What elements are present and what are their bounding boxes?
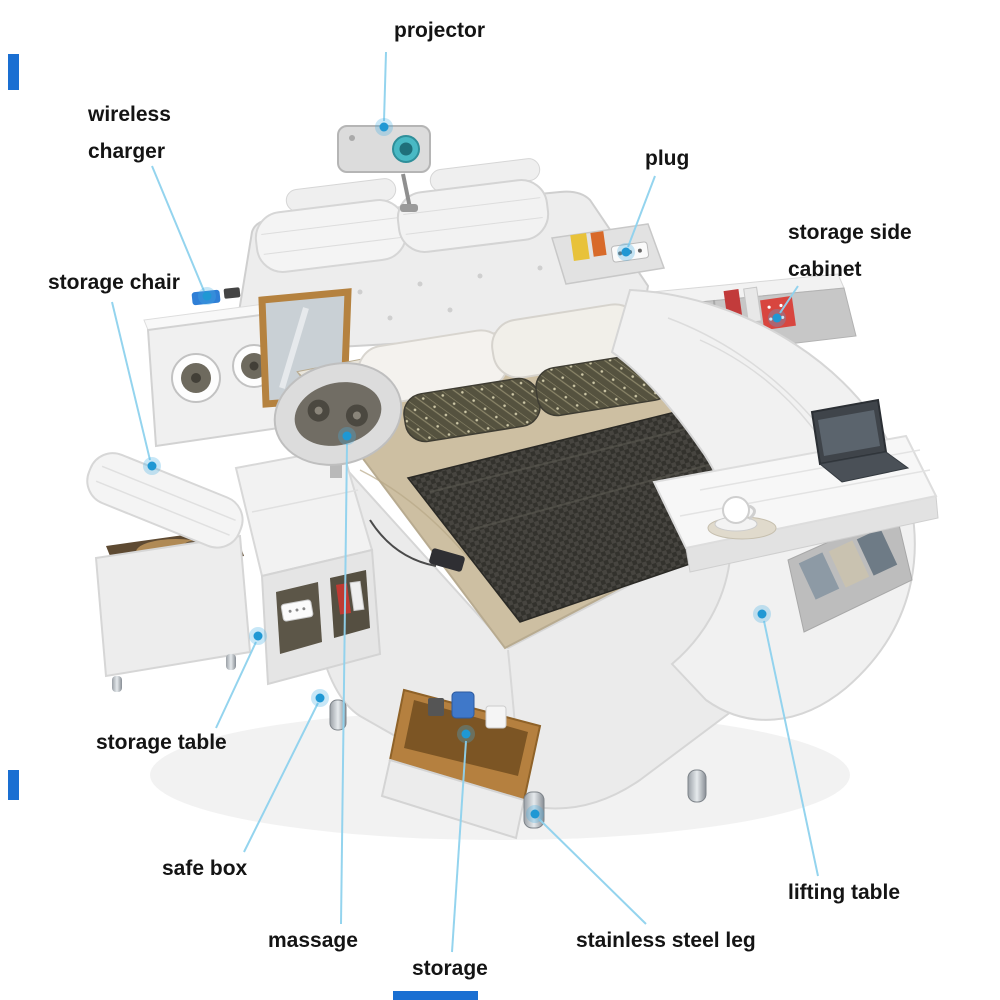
laptop xyxy=(810,398,910,483)
label-safe-box: safe box xyxy=(162,857,248,880)
callout-dot xyxy=(338,427,356,445)
bench-cubby-right xyxy=(330,570,370,638)
remote-control xyxy=(369,519,465,572)
edge-artifact-top-left xyxy=(8,54,19,90)
callout-lines xyxy=(111,51,819,953)
callout-dot xyxy=(526,805,544,823)
projector-device xyxy=(337,125,431,212)
storage-table-bench xyxy=(234,446,382,686)
massage-device xyxy=(273,362,403,478)
callout-dot xyxy=(617,243,635,261)
lifting-table-unit xyxy=(652,398,939,573)
callout-dot xyxy=(249,627,267,645)
edge-artifact-left-lower xyxy=(8,770,19,800)
callout-dot xyxy=(311,689,329,707)
label-storage-side-cabinet: storage side cabinet xyxy=(788,221,912,281)
ottoman-lid xyxy=(86,452,244,549)
label-plug: plug xyxy=(645,147,690,170)
label-storage: storage xyxy=(412,957,488,980)
label-storage-table: storage table xyxy=(96,731,227,754)
red-storage-box xyxy=(760,295,796,331)
callout-dot xyxy=(768,309,786,327)
label-lifting-table: lifting table xyxy=(788,881,900,904)
storage-chair-ottoman xyxy=(86,452,252,692)
callout-dot xyxy=(198,287,216,305)
plug-shelf xyxy=(551,223,666,285)
label-wireless-charger: wireless charger xyxy=(88,103,171,163)
callout-dot xyxy=(457,725,475,743)
label-stainless-steel-leg: stainless steel leg xyxy=(576,929,756,952)
callout-markers xyxy=(143,118,786,823)
headrest-cushion-right xyxy=(396,179,550,253)
edge-artifact-bottom xyxy=(393,991,478,1000)
coffee-cup xyxy=(707,496,777,540)
cordless-phone xyxy=(280,599,314,622)
label-massage: massage xyxy=(268,929,358,952)
callout-dot xyxy=(143,457,161,475)
label-storage-chair: storage chair xyxy=(48,271,180,294)
callout-dot xyxy=(753,605,771,623)
callout-dot xyxy=(375,118,393,136)
label-projector: projector xyxy=(394,19,486,42)
